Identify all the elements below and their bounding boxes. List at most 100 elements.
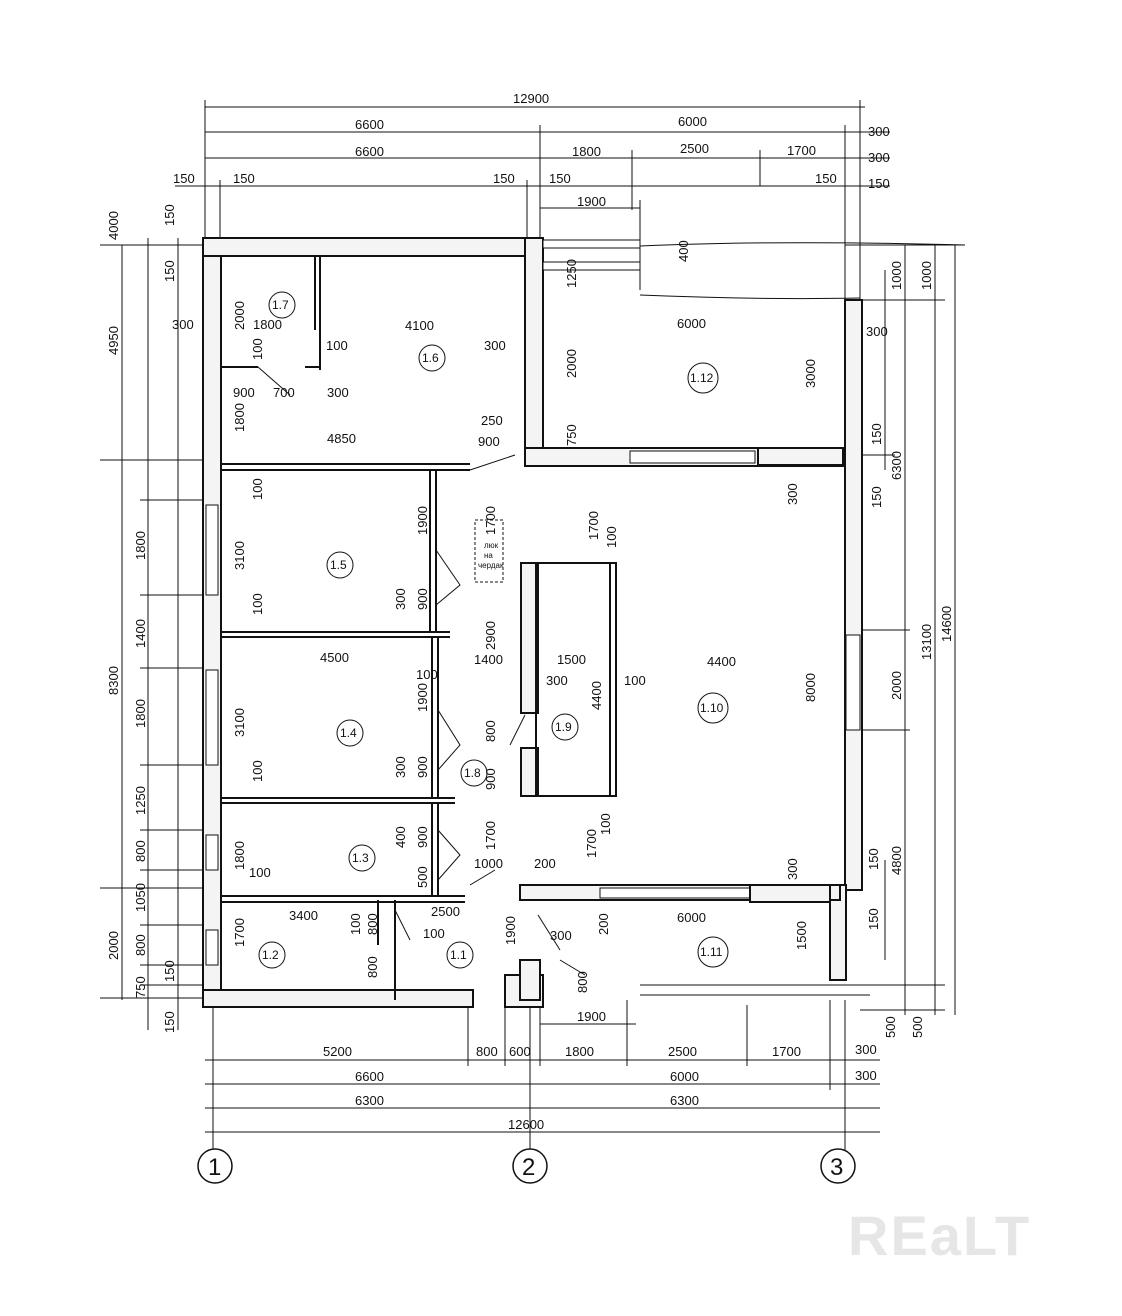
dim: 2500 (431, 904, 460, 919)
dim: 13100 (919, 624, 934, 660)
dim: 14600 (939, 606, 954, 642)
dim: 5200 (323, 1044, 352, 1059)
dim: 1700 (483, 506, 498, 535)
dim: 300 (393, 756, 408, 778)
dim: 1700 (584, 829, 599, 858)
dim: 4000 (106, 211, 121, 240)
dim: 200 (534, 856, 556, 871)
dim: 500 (415, 866, 430, 888)
dim: 1800 (232, 841, 247, 870)
dim: 1700 (586, 511, 601, 540)
dim: 1900 (577, 194, 606, 209)
dim: 4500 (320, 650, 349, 665)
bottom-dimension-lines (205, 1000, 880, 1150)
dim: 100 (416, 667, 438, 682)
dim: 750 (133, 976, 148, 998)
dim: 4400 (589, 681, 604, 710)
dim: 150 (493, 171, 515, 186)
dim: 400 (393, 826, 408, 848)
dim: 4800 (889, 846, 904, 875)
room-label: 1.6 (422, 351, 439, 365)
dim: 150 (173, 171, 195, 186)
room-label: 1.7 (272, 298, 289, 312)
dim: 6000 (677, 910, 706, 925)
room-labels: 1.1 1.2 1.3 1.4 1.5 1.6 1.7 1.8 1.9 1.10… (258, 291, 729, 969)
dim: 100 (249, 865, 271, 880)
dim: 800 (476, 1044, 498, 1059)
bay-outline (639, 242, 966, 996)
dim: 900 (478, 434, 500, 449)
dim: 300 (866, 324, 888, 339)
dim: 6600 (355, 117, 384, 132)
dim: 150 (869, 486, 884, 508)
dim: 800 (133, 840, 148, 862)
dim: 100 (250, 478, 265, 500)
exterior-walls (202, 237, 863, 1008)
dim: 100 (598, 813, 613, 835)
axis-label: 1 (208, 1154, 221, 1181)
room-label: 1.10 (700, 701, 724, 715)
dim: 1000 (919, 261, 934, 290)
dim: 150 (162, 204, 177, 226)
dim: 1800 (232, 403, 247, 432)
left-dimension-lines (100, 238, 205, 1030)
dim: 300 (327, 385, 349, 400)
dim: 3100 (232, 541, 247, 570)
dim: 2000 (106, 931, 121, 960)
attic-note-3: чердак (478, 561, 504, 570)
dim: 1050 (133, 883, 148, 912)
dim: 12900 (513, 91, 549, 106)
dim: 4950 (106, 326, 121, 355)
dim: 4400 (707, 654, 736, 669)
attic-note-1: люк (484, 541, 499, 550)
dim: 3400 (289, 908, 318, 923)
dim: 1700 (787, 143, 816, 158)
dim: 2500 (680, 141, 709, 156)
room-label: 1.5 (330, 558, 347, 572)
dim: 2000 (889, 671, 904, 700)
room-label: 1.8 (464, 766, 481, 780)
dim: 6000 (677, 316, 706, 331)
dim: 800 (133, 934, 148, 956)
axis-label: 2 (522, 1154, 535, 1181)
dim: 1250 (564, 259, 579, 288)
dim: 300 (546, 673, 568, 688)
dim: 300 (172, 317, 194, 332)
dim: 1900 (577, 1009, 606, 1024)
dim: 1400 (133, 619, 148, 648)
dim: 700 (273, 385, 295, 400)
dim: 8000 (803, 673, 818, 702)
dim: 1800 (133, 531, 148, 560)
room-1-9-walls (519, 447, 844, 1001)
dim: 4850 (327, 431, 356, 446)
dim: 1250 (133, 786, 148, 815)
right-dimensions: 14600 13100 1000 1000 300 6300 150 150 2… (866, 261, 954, 1038)
dim: 100 (250, 338, 265, 360)
dim: 1800 (253, 317, 282, 332)
dim: 1700 (483, 821, 498, 850)
dim: 400 (676, 240, 691, 262)
dim: 100 (423, 926, 445, 941)
dim: 1800 (572, 144, 601, 159)
dim: 750 (564, 424, 579, 446)
dim: 3000 (803, 359, 818, 388)
dim: 1700 (232, 918, 247, 947)
dim: 150 (162, 260, 177, 282)
door-swings (257, 366, 586, 976)
dim: 300 (868, 124, 890, 139)
top-dimensions: 12900 6600 6000 300 6600 1800 2500 1700 … (173, 91, 890, 209)
dim: 2500 (668, 1044, 697, 1059)
dim: 2900 (483, 621, 498, 650)
dim: 800 (365, 956, 380, 978)
dim: 1800 (133, 699, 148, 728)
dim: 2000 (232, 301, 247, 330)
dim: 150 (868, 176, 890, 191)
dim: 200 (596, 913, 611, 935)
dim: 900 (483, 768, 498, 790)
dim: 300 (785, 858, 800, 880)
dim: 300 (785, 483, 800, 505)
dim: 900 (415, 756, 430, 778)
bottom-dimensions: 5200 800 600 1800 2500 1700 300 6600 600… (323, 1009, 877, 1132)
dim: 4100 (405, 318, 434, 333)
